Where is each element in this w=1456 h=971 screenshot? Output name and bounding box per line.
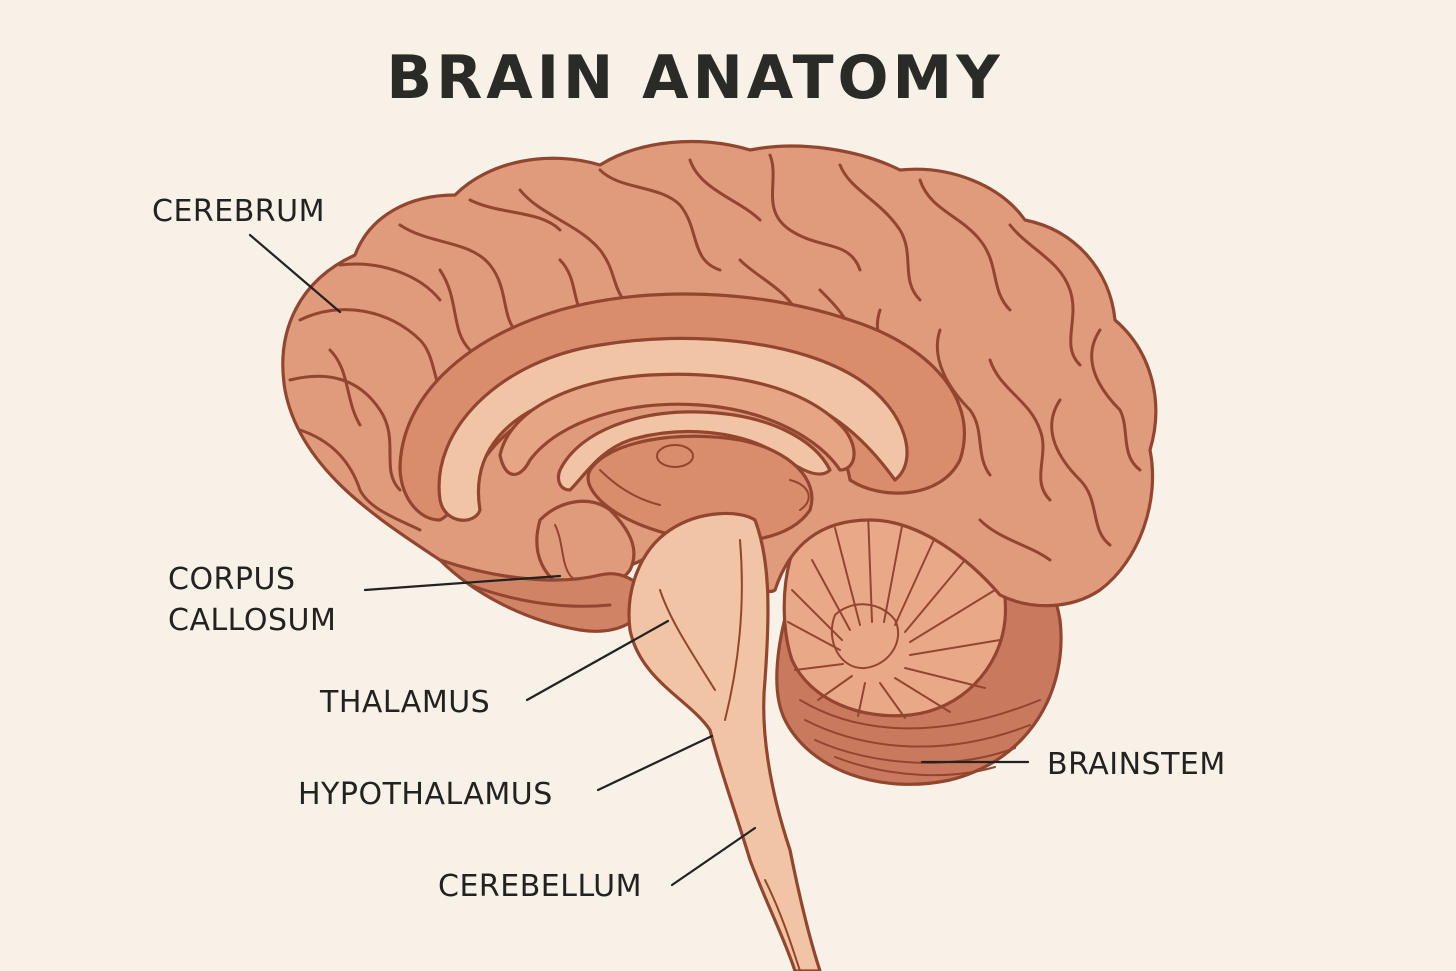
- thalamus-label: THALAMUS: [319, 685, 490, 720]
- corpus-callosum-label-line2: CALLOSUM: [168, 603, 336, 638]
- cerebrum-label: CEREBRUM: [152, 194, 325, 229]
- corpus-callosum-label-line1: CORPUS: [168, 562, 296, 597]
- interthalamic-adhesion: [656, 444, 694, 468]
- cerebellum-label: CEREBELLUM: [438, 869, 642, 904]
- corpus-callosum-leader-line: [363, 574, 562, 592]
- thalamus-leader-line: [525, 619, 670, 702]
- hypothalamus-label: HYPOTHALAMUS: [298, 777, 553, 812]
- corpus-callosum-shape: [437, 336, 909, 522]
- brainstem-label: BRAINSTEM: [1047, 747, 1226, 782]
- brain-illustration: [281, 139, 1158, 971]
- cerebrum-leader-line: [248, 233, 342, 314]
- diagram-title: BRAIN ANATOMY: [386, 43, 1003, 113]
- cerebellum-leader-line: [670, 826, 757, 887]
- hypothalamus-leader-line: [596, 734, 714, 792]
